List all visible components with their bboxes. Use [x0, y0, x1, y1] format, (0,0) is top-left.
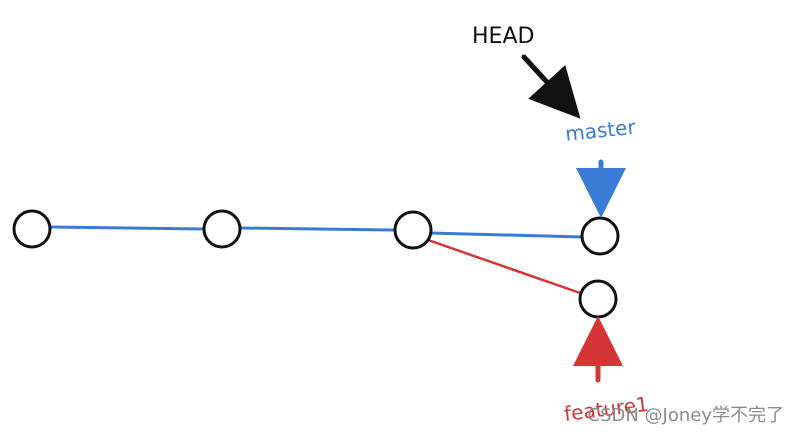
- master-label: master: [564, 115, 637, 146]
- commit-node-3: [393, 210, 433, 250]
- commit-node-master: [580, 216, 620, 256]
- commit-node-2: [202, 209, 242, 249]
- head-arrow-icon: [521, 54, 581, 119]
- csdn-watermark: CSDN @Joney学不完了: [587, 405, 785, 426]
- main-branch-line-3: [428, 231, 585, 239]
- feature-branch-line: [426, 238, 585, 296]
- commit-node-feature1: [578, 279, 618, 319]
- commit-node-1: [12, 209, 52, 249]
- main-branch-line-2: [238, 226, 397, 232]
- head-label: HEAD: [472, 24, 534, 49]
- main-branch-line-1: [48, 225, 207, 231]
